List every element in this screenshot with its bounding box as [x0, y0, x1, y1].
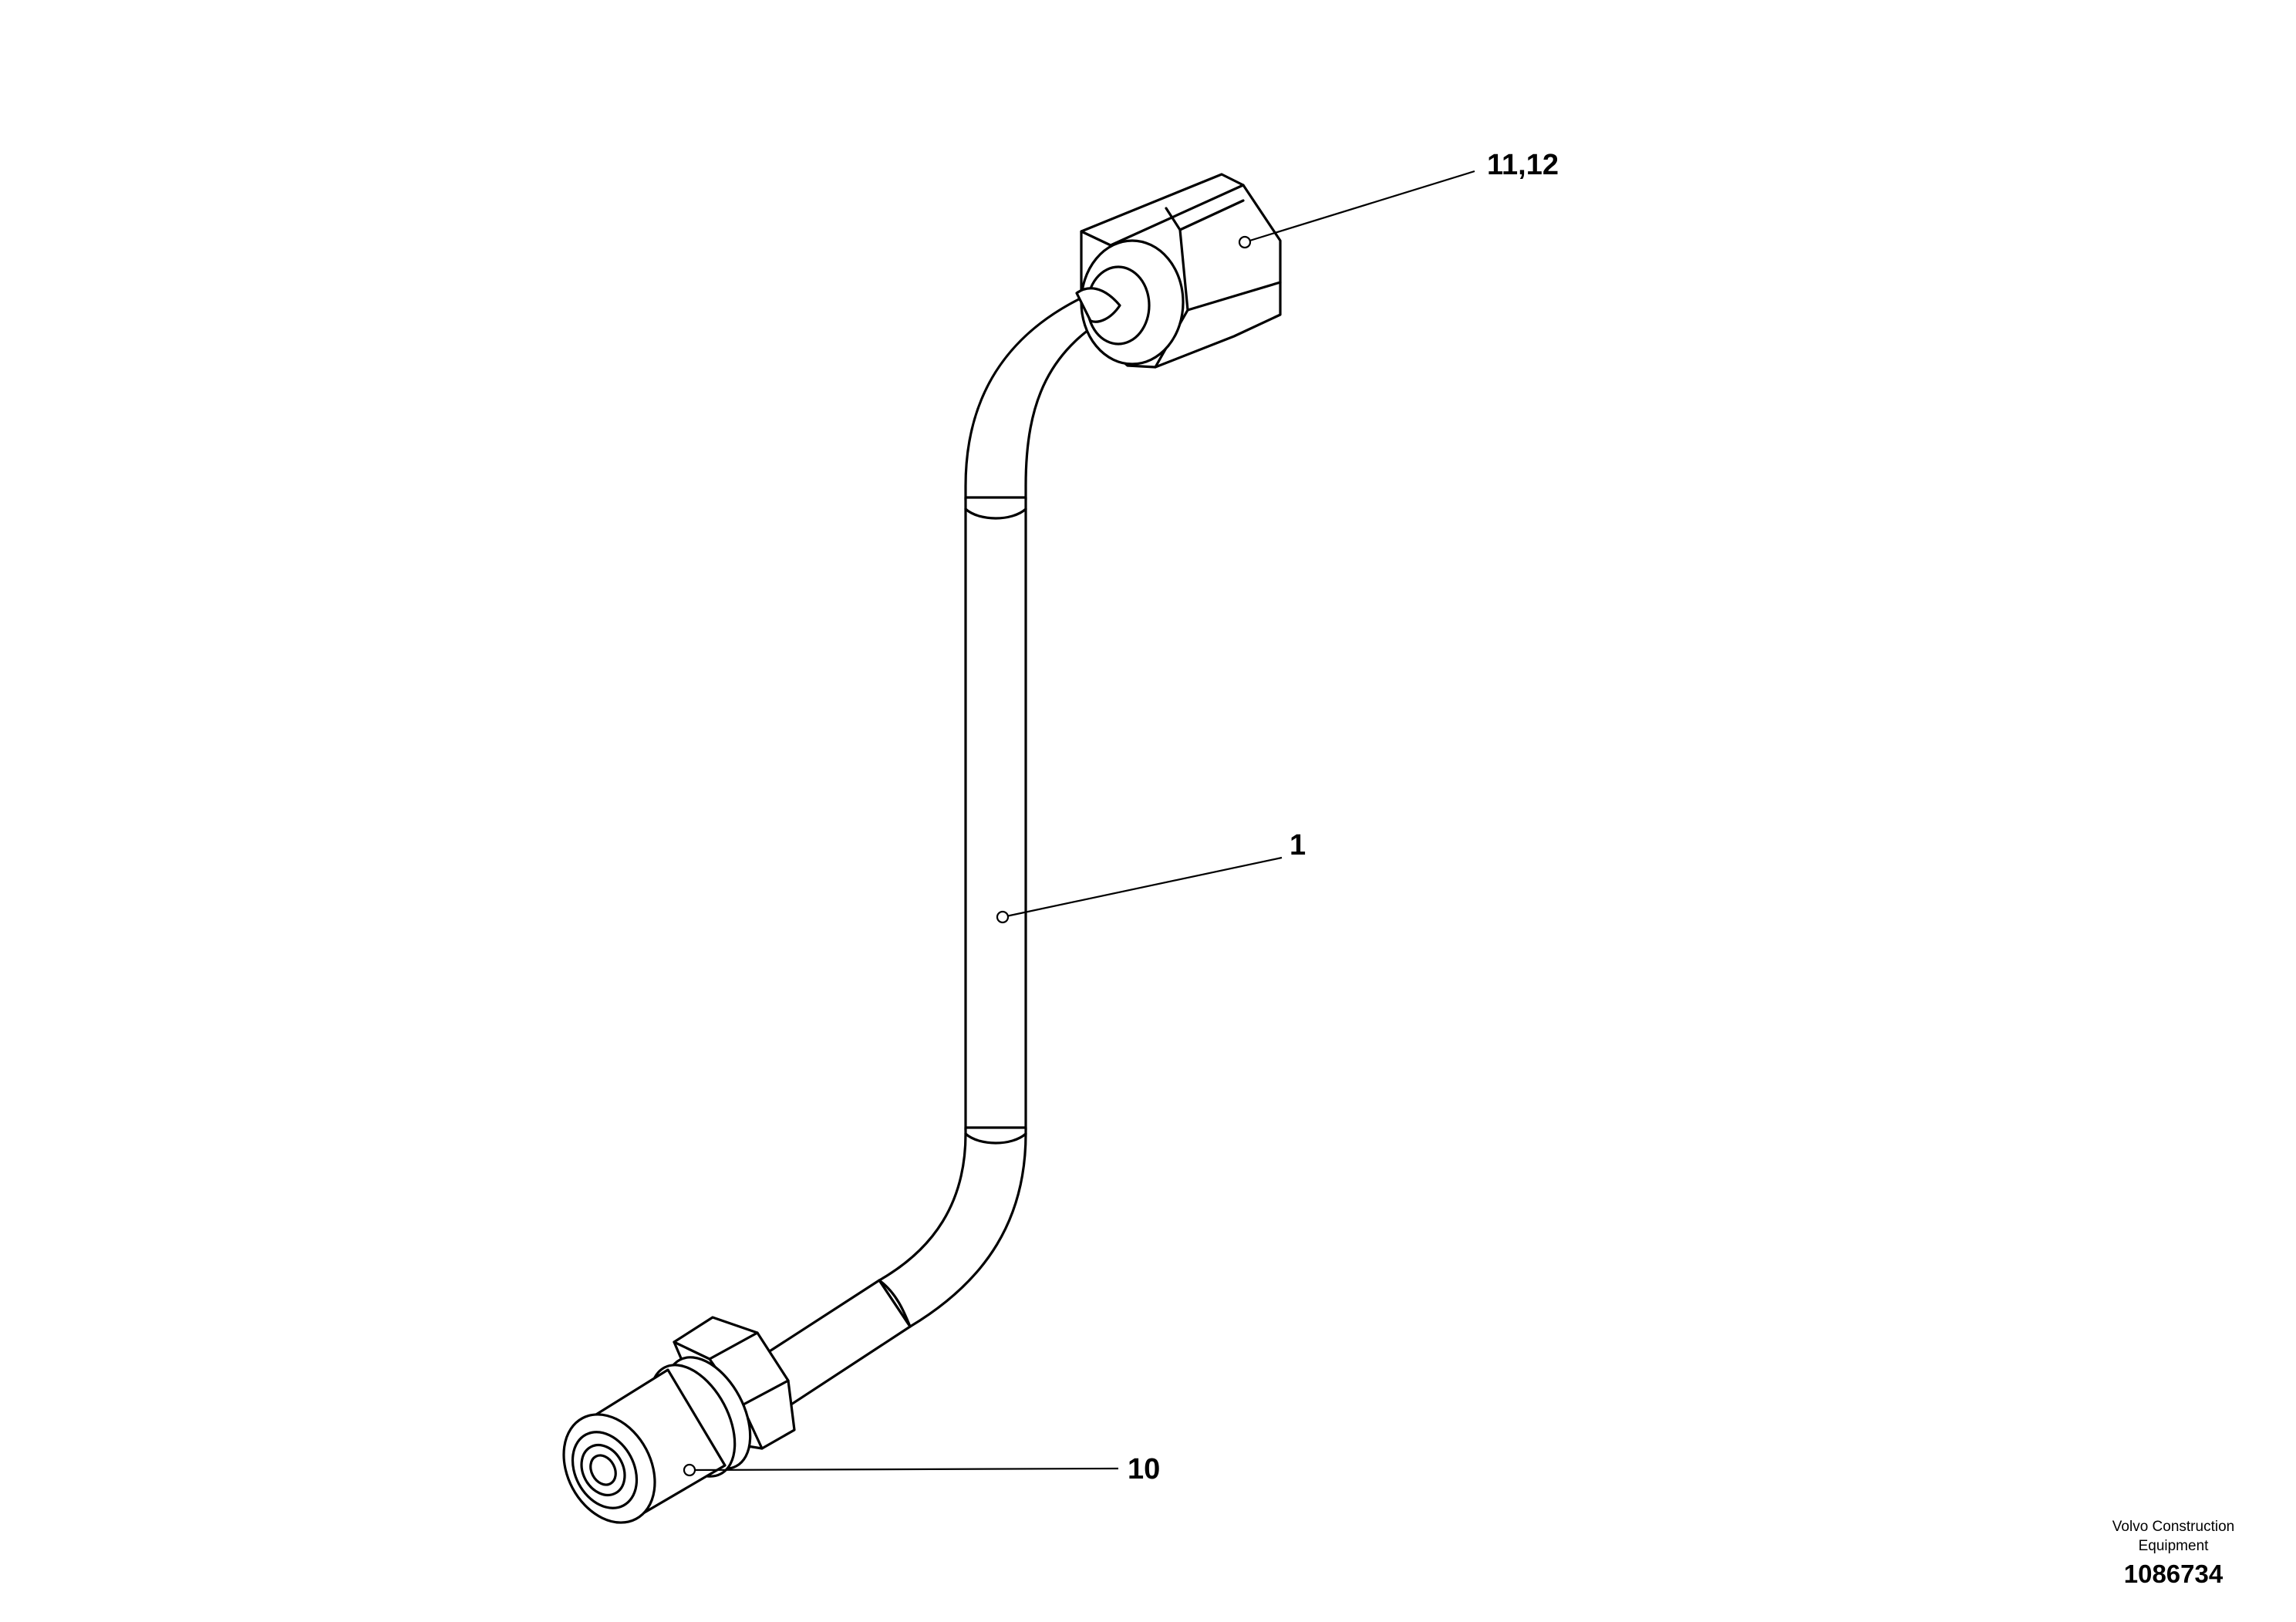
connector-bore-inner [589, 1454, 617, 1486]
leader-dot-11-12 [1238, 235, 1252, 249]
title-block: Volvo Construction Equipment 1086734 [2112, 1519, 2234, 1588]
male-connector [562, 1316, 796, 1524]
leader-line-11-12 [1244, 170, 1475, 244]
pipe-seam-top [964, 508, 1027, 520]
callout-label-10: 10 [1128, 1453, 1160, 1485]
leader-dot-10 [683, 1463, 696, 1477]
callout-label-11-12: 11,12 [1487, 149, 1559, 181]
leader-lines [683, 170, 1475, 1477]
union-nut-edge-lower [1186, 281, 1282, 312]
pipe-lower-bend [878, 1126, 1027, 1328]
drawing-number: 1086734 [2124, 1560, 2224, 1588]
leader-line-1 [1002, 856, 1283, 919]
union-nut [1075, 173, 1282, 369]
leader-line-10 [689, 1467, 1119, 1472]
pipe-assembly [747, 290, 1121, 1413]
union-nut-pipe-stub [1075, 287, 1121, 323]
callout-label-1: 1 [1290, 829, 1306, 862]
brand-line-1: Volvo Construction [2112, 1519, 2234, 1535]
leader-dot-1 [996, 910, 1010, 924]
pipe-seam-lower [878, 1279, 912, 1328]
pipe-straight-section [964, 496, 1027, 1131]
brand-line-2: Equipment [2139, 1538, 2210, 1554]
pipe-seam-bottom [964, 1132, 1027, 1145]
